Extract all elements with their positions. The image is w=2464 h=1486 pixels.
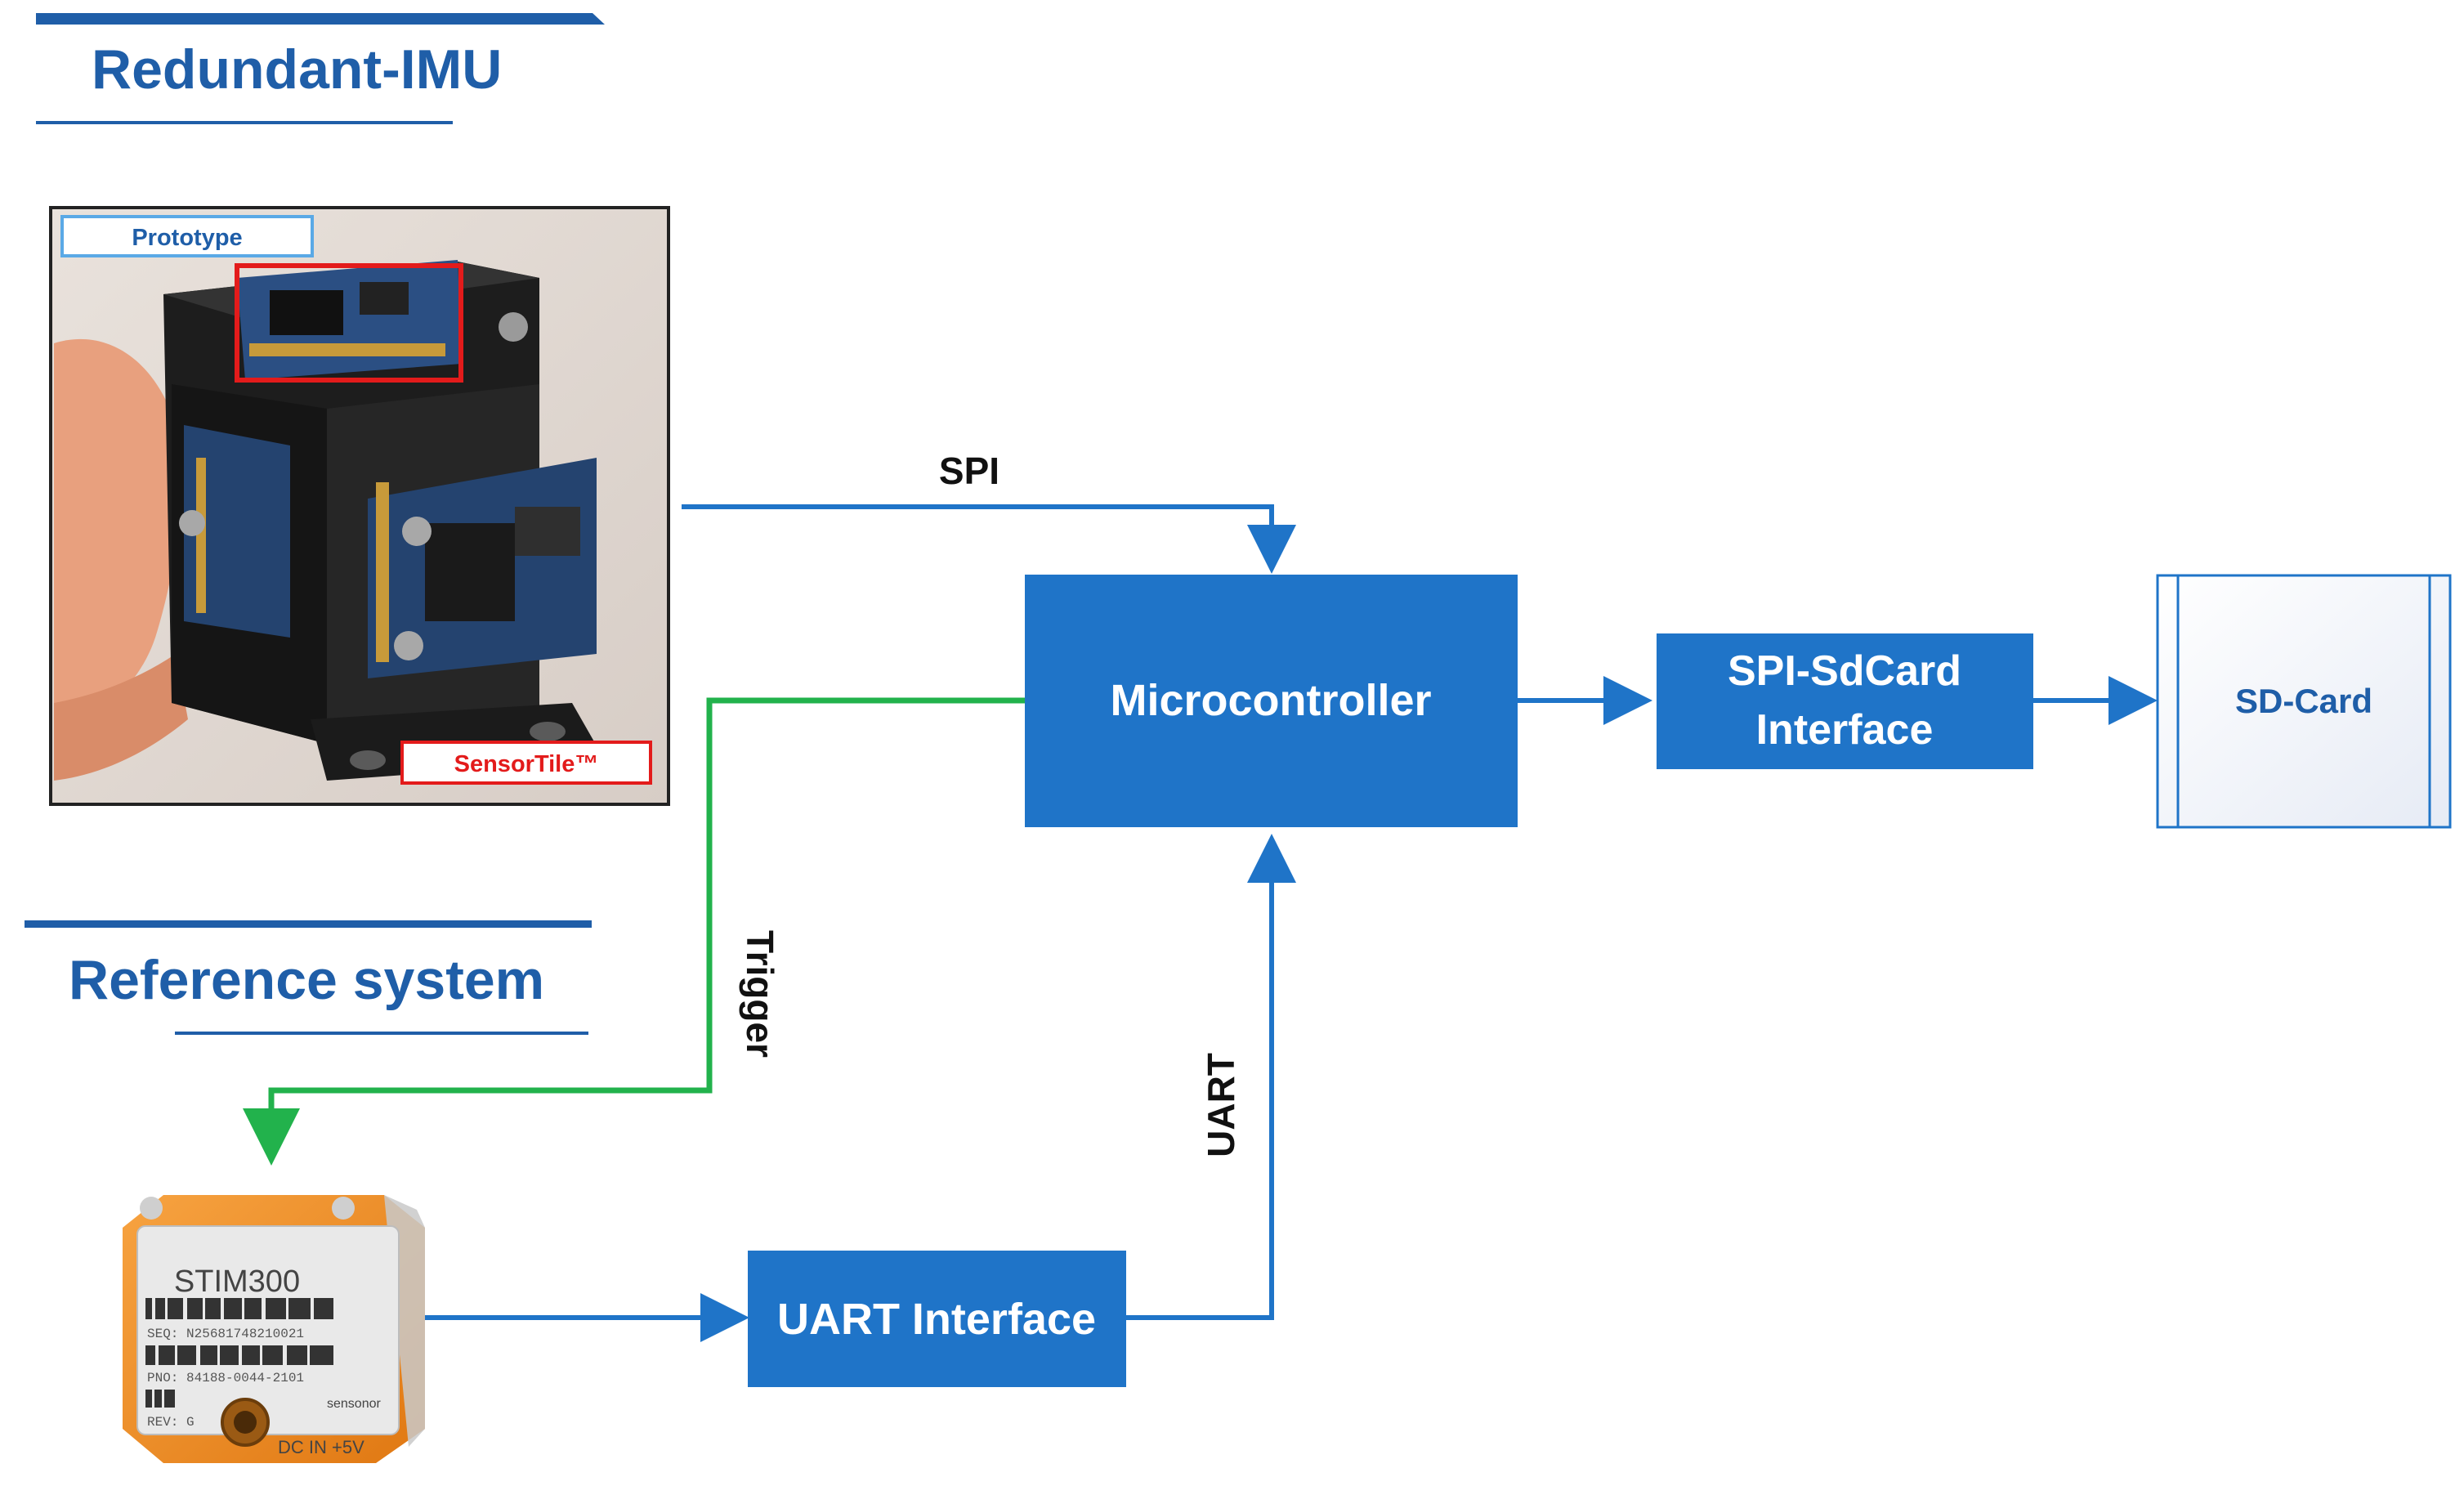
microcontroller-block: Microcontroller <box>1025 575 1518 827</box>
spi-sdcard-interface-block: SPI-SdCard Interface <box>1657 633 2033 769</box>
stim300-rev: REV: G <box>147 1415 195 1430</box>
prototype-tag-label: Prototype <box>132 225 242 251</box>
barcode-1 <box>145 1298 333 1319</box>
title-decoration-top <box>36 13 605 25</box>
barcode-2 <box>145 1345 333 1365</box>
section-redundant-imu: Redundant-IMU <box>36 13 605 124</box>
uart-interface-block: UART Interface <box>748 1251 1126 1387</box>
imu-cube <box>163 260 605 781</box>
trigger-label: Trigger <box>739 930 781 1058</box>
hand-shape <box>54 338 181 736</box>
uart-connection <box>1126 834 1296 1320</box>
uart-label: UART <box>1200 1053 1242 1157</box>
prototype-tag <box>60 215 314 257</box>
sensortile-tag-label: SensorTile™ <box>454 751 599 777</box>
sd-card-block: SD-Card <box>2156 574 2452 829</box>
sensortile-tag <box>400 741 652 785</box>
spi-label: SPI <box>939 450 999 492</box>
spi-sdcard-label-line1: SPI-SdCard <box>1728 647 1961 695</box>
spi-sdcard-label-line2: Interface <box>1756 706 1934 754</box>
stim300-pno: PNO: 84188-0044-2101 <box>147 1371 304 1385</box>
stim300-dc: DC IN +5V <box>278 1437 364 1457</box>
title-underline <box>36 121 453 124</box>
spi-connection <box>682 504 1296 574</box>
barcode-3 <box>145 1390 175 1408</box>
uart-interface-label: UART Interface <box>777 1295 1096 1344</box>
stim300-seq: SEQ: N25681748210021 <box>147 1327 304 1341</box>
title-underline <box>175 1032 588 1035</box>
section-title-reference-system: Reference system <box>69 949 544 1011</box>
stim300-brand: sensonor <box>327 1397 381 1411</box>
prototype-photo: Prototype SensorTile™ <box>49 206 670 806</box>
title-decoration-top <box>25 920 592 928</box>
microcontroller-label: Microcontroller <box>1110 676 1431 725</box>
connections <box>243 504 2158 1342</box>
sd-card-label: SD-Card <box>2235 682 2372 720</box>
stim300-model: STIM300 <box>174 1264 300 1299</box>
trigger-connection <box>243 697 1025 1166</box>
section-reference-system: Reference system <box>25 920 592 1035</box>
section-title-redundant-imu: Redundant-IMU <box>92 38 502 101</box>
stim300-device: STIM300 SEQ: N25681748210021 PNO: 84188 <box>123 1195 425 1463</box>
sensor-highlight-box <box>235 263 463 383</box>
